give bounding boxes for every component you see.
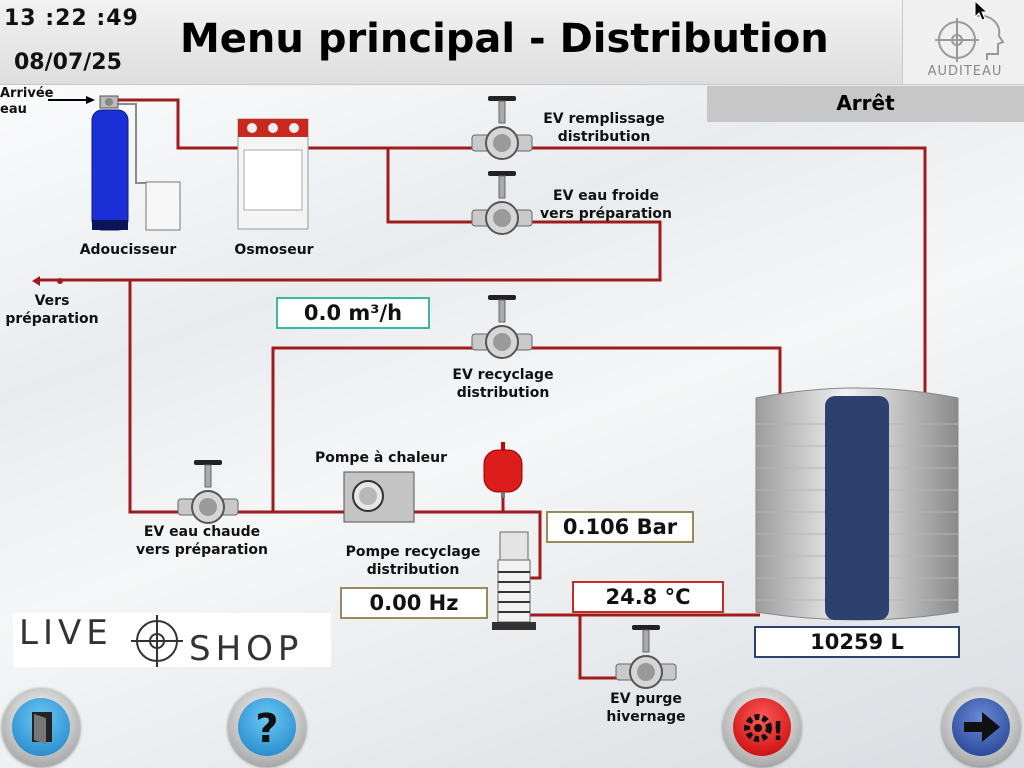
tank-volume-display: 10259 L xyxy=(754,626,960,658)
logo-head-icon xyxy=(935,14,1005,62)
page-title: Menu principal - Distribution xyxy=(180,16,829,62)
pressure-display: 0.106 Bar xyxy=(546,511,694,543)
label-pompe-chaleur: Pompe à chaleur xyxy=(314,450,448,466)
alarm-settings-button[interactable]: ! xyxy=(723,688,801,766)
valve-ev-remplissage[interactable] xyxy=(470,95,534,163)
logo-live-text: LIVE xyxy=(19,613,113,653)
tank-level-fill xyxy=(825,396,889,620)
clock-time: 13 :22 :49 xyxy=(4,6,139,31)
label-arrivee-eau: Arrivée eau xyxy=(0,86,54,117)
valve-ev-purge[interactable] xyxy=(614,624,678,692)
next-page-button[interactable] xyxy=(942,688,1020,766)
svg-text:!: ! xyxy=(772,717,784,747)
label-ev-purge: EV purge hivernage xyxy=(606,691,686,725)
temperature-display: 24.8 °C xyxy=(572,581,724,613)
label-ev-remplissage: EV remplissage distribution xyxy=(543,111,665,145)
valve-ev-recyclage[interactable] xyxy=(470,294,534,362)
header-bar xyxy=(0,0,1024,85)
door-exit-icon xyxy=(32,712,52,744)
expansion-vessel-icon xyxy=(483,442,523,498)
softener-icon xyxy=(91,95,181,231)
valve-ev-eau-froide[interactable] xyxy=(470,170,534,238)
help-button[interactable]: ? xyxy=(228,688,306,766)
logo-shop-text: SHOP xyxy=(189,629,304,669)
exit-button[interactable] xyxy=(2,688,80,766)
frequency-display: 0.00 Hz xyxy=(340,587,488,619)
heat-pump-icon[interactable] xyxy=(343,471,415,523)
recycling-pump-icon[interactable] xyxy=(490,530,538,632)
arrow-right-icon xyxy=(964,712,1000,742)
gear-alarm-icon: ! xyxy=(744,714,784,747)
label-vers-preparation: Vers préparation xyxy=(5,293,99,327)
status-indicator: Arrêt xyxy=(707,86,1024,122)
svg-text:?: ? xyxy=(255,706,278,752)
label-pompe-recyclage: Pompe recyclage distribution xyxy=(345,544,481,578)
piping-diagram xyxy=(32,96,927,680)
valve-ev-eau-chaude[interactable] xyxy=(176,459,240,527)
osmosis-unit-icon xyxy=(237,118,309,230)
logo-text: AUDITEAU xyxy=(927,64,1003,79)
label-ev-eau-chaude: EV eau chaude vers préparation xyxy=(135,524,269,558)
liveshop-logo: LIVE SHOP xyxy=(13,613,331,669)
label-adoucisseur: Adoucisseur xyxy=(79,242,177,258)
flow-rate-display: 0.0 m³/h xyxy=(276,297,430,329)
mouse-cursor-icon xyxy=(974,0,989,21)
help-question-icon: ? xyxy=(255,706,278,752)
logo-target-icon xyxy=(131,615,183,667)
auditeau-logo: AUDITEAU xyxy=(902,0,1024,84)
label-osmoseur: Osmoseur xyxy=(234,242,314,258)
clock-date: 08/07/25 xyxy=(14,50,122,75)
label-ev-recyclage: EV recyclage distribution xyxy=(452,367,554,401)
storage-tank xyxy=(755,387,959,621)
label-ev-eau-froide: EV eau froide vers préparation xyxy=(539,188,673,222)
